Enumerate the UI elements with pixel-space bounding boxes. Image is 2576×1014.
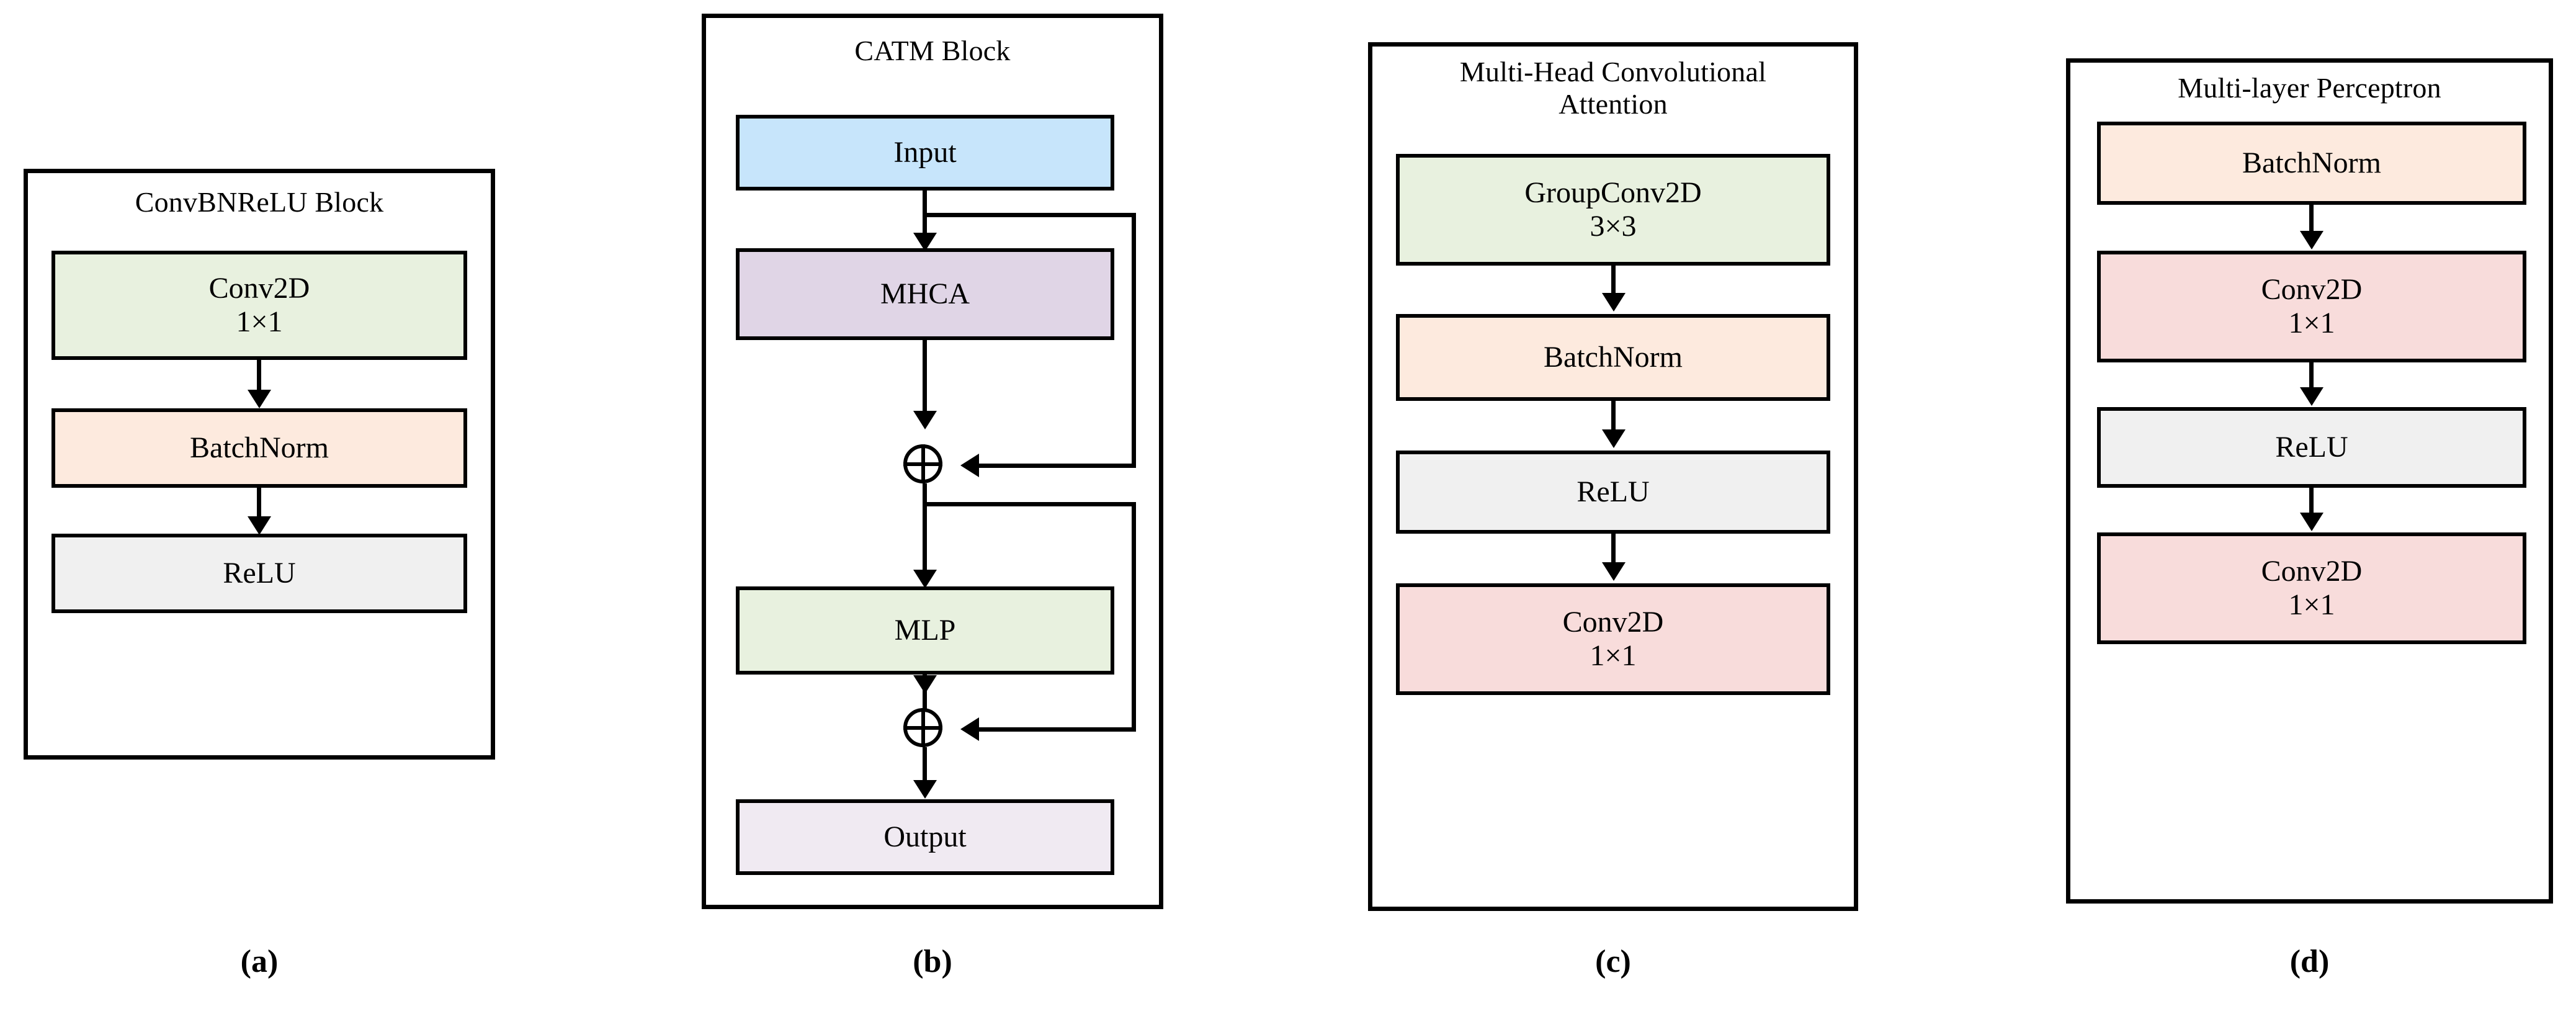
arrow-down-icon [2300,231,2323,249]
connector-line [2309,488,2314,520]
node-conv2d-1x1[interactable]: Conv2D 1×1 [51,251,467,360]
figure-label-d: (d) [2289,944,2330,979]
node-sublabel: 1×1 [236,305,283,338]
residual-add-2 [903,708,942,747]
node-label: ReLU [2275,431,2348,464]
figure-label-c: (c) [1595,944,1631,979]
panel-b-title: CATM Block [854,35,1011,66]
node-label: MLP [894,614,956,647]
node-relu[interactable]: ReLU [51,534,467,613]
skip-connection-1-top [923,213,1136,217]
node-label: Output [883,820,967,854]
node-sublabel: 1×1 [1590,639,1637,672]
skip-connection-2-top [923,502,1136,506]
arrow-left-icon [960,717,979,741]
connector-line [923,483,927,575]
connector-line [2309,205,2314,237]
skip-connection-2-right [1132,502,1136,732]
node-label: MHCA [880,277,970,311]
connector-line [1611,266,1616,299]
connector-line [923,340,927,416]
node-label: ReLU [223,557,296,590]
node-mhca[interactable]: MHCA [736,248,1114,340]
arrow-down-icon [913,570,937,588]
arrow-down-icon [913,675,937,694]
residual-add-1 [903,444,942,483]
node-label: Conv2D [1562,606,1664,639]
node-conv2d-1x1-first[interactable]: Conv2D 1×1 [2097,251,2526,362]
skip-connection-2-bottom [972,727,1136,732]
panel-d-title: Multi-layer Perceptron [2178,72,2441,104]
node-conv2d-1x1-second[interactable]: Conv2D 1×1 [2097,532,2526,644]
node-sublabel: 3×3 [1590,210,1637,243]
arrow-down-icon [1602,562,1626,581]
arrow-down-icon [913,780,937,799]
node-relu[interactable]: ReLU [2097,407,2526,488]
panel-c-title: Multi-Head Convolutional Attention [1459,56,1767,120]
node-label: Conv2D [208,272,310,305]
node-output[interactable]: Output [736,799,1114,875]
connector-line [2309,362,2314,395]
node-relu[interactable]: ReLU [1396,451,1830,534]
skip-connection-1-right [1132,213,1136,468]
panel-a-title: ConvBNReLU Block [135,186,384,218]
node-label: GroupConv2D [1524,176,1702,210]
node-conv2d-1x1[interactable]: Conv2D 1×1 [1396,583,1830,695]
node-label: Input [893,136,957,169]
node-label: Conv2D [2261,555,2363,588]
arrow-down-icon [2300,387,2323,406]
node-label: BatchNorm [190,431,329,465]
node-batchnorm[interactable]: BatchNorm [2097,122,2526,205]
node-sublabel: 1×1 [2288,588,2335,621]
arrow-down-icon [1602,429,1626,448]
arrow-down-icon [913,411,937,429]
node-sublabel: 1×1 [2288,307,2335,339]
arrow-down-icon [248,516,271,535]
figure-label-b: (b) [913,944,952,979]
connector-line [1611,401,1616,436]
skip-connection-1-bottom [972,464,1136,468]
node-batchnorm[interactable]: BatchNorm [51,408,467,488]
node-mlp[interactable]: MLP [736,586,1114,675]
node-groupconv2d-3x3[interactable]: GroupConv2D 3×3 [1396,154,1830,266]
arrow-down-icon [2300,513,2323,531]
node-label: ReLU [1576,475,1650,509]
node-label: Conv2D [2261,273,2363,307]
figure-label-a: (a) [240,944,279,979]
node-label: BatchNorm [1544,341,1683,374]
arrow-down-icon [248,390,271,408]
connector-line [923,747,927,786]
connector-line [257,360,261,393]
connector-line [1611,534,1616,568]
node-input[interactable]: Input [736,115,1114,191]
connector-line [257,488,261,520]
node-label: BatchNorm [2242,146,2381,180]
node-batchnorm[interactable]: BatchNorm [1396,314,1830,401]
arrow-down-icon [1602,293,1626,312]
arrow-left-icon [960,454,979,477]
